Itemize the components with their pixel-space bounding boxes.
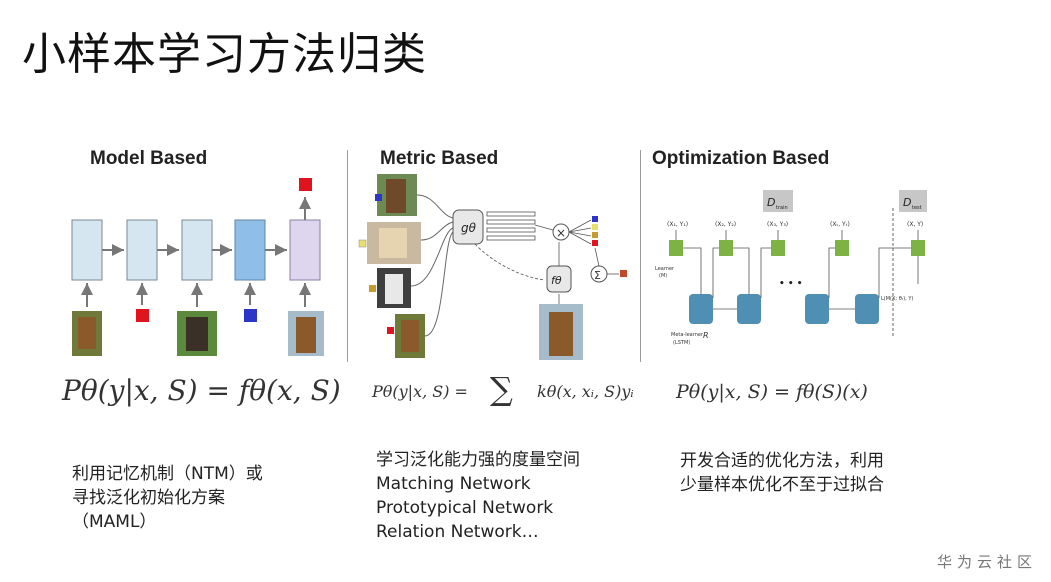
svg-text:train: train — [776, 205, 788, 211]
formula-metric-right: kθ(x, xᵢ, S)yᵢ — [537, 382, 634, 401]
svg-text:D: D — [767, 196, 775, 209]
g-theta-label: gθ — [461, 221, 477, 235]
meta-learner-box-3 — [805, 294, 829, 324]
svg-text:Σ: Σ — [594, 269, 601, 282]
svg-text:test: test — [912, 205, 922, 211]
learner-box-4 — [835, 240, 849, 256]
description-line: 少量样本优化不至于过拟合 — [680, 475, 884, 495]
description-model-based: 利用记忆机制（NTM）或 寻找泛化初始化方案 （MAML） — [72, 462, 263, 534]
description-line: Relation Network… — [376, 522, 539, 542]
svg-text:×: × — [556, 226, 566, 240]
memory-cell-5 — [289, 219, 321, 281]
svg-text:(Xₜ, Yₜ): (Xₜ, Yₜ) — [830, 221, 850, 228]
learner-box-5 — [911, 240, 925, 256]
meta-learner-box-1 — [689, 294, 713, 324]
d-test-box — [899, 190, 927, 212]
svg-text:(LSTM): (LSTM) — [673, 340, 690, 346]
svg-text:(X₃, Y₃): (X₃, Y₃) — [767, 221, 788, 228]
description-line: （MAML） — [72, 512, 157, 532]
d-train-box — [763, 190, 793, 212]
description-line: 利用记忆机制（NTM）或 — [72, 464, 263, 484]
model-based-diagram — [71, 178, 324, 356]
column-divider-2 — [640, 150, 641, 362]
svg-text:R: R — [703, 331, 709, 340]
meta-learner-box-2 — [737, 294, 761, 324]
svg-text:D: D — [903, 196, 911, 209]
learner-box-2 — [719, 240, 733, 256]
meta-learner-box-4 — [855, 294, 879, 324]
svg-text:(X₂, Y₂): (X₂, Y₂) — [715, 221, 736, 228]
heading-model-based: Model Based — [90, 148, 208, 169]
svg-text:Meta-learner: Meta-learner — [671, 332, 704, 338]
formula-optimization-based: Pθ(y|x, S) = fθ(S)(x) — [676, 381, 868, 403]
learner-box-1 — [669, 240, 683, 256]
description-line: 学习泛化能力强的度量空间 — [376, 450, 580, 470]
g-theta-box — [452, 209, 484, 245]
heading-metric-based: Metric Based — [380, 148, 499, 169]
description-line: 开发合适的优化方法，利用 — [680, 451, 884, 471]
label-square-blue — [244, 309, 257, 322]
slide-title: 小样本学习方法归类 — [22, 29, 427, 80]
memory-cell-1 — [71, 219, 103, 281]
watermark: 华为云社区 — [936, 553, 1037, 571]
heading-optimization-based: Optimization Based — [652, 148, 830, 169]
description-line: Prototypical Network — [376, 498, 554, 518]
optimization-based-diagram: D train D test (X₁, Y₁) (X₂, Y₂) (X₃, Y₃… — [655, 190, 927, 346]
svg-text:L(M(X; θₜ), Y): L(M(X; θₜ), Y) — [881, 296, 913, 302]
ellipsis-dots: • • • — [779, 279, 803, 289]
formula-model-based: Pθ(y|x, S) = fθ(x, S) — [62, 374, 341, 407]
metric-based-diagram: gθ × Σ fθ — [358, 174, 627, 360]
column-divider-1 — [347, 150, 348, 362]
description-metric-based: 学习泛化能力强的度量空间 Matching Network Prototypic… — [376, 448, 580, 544]
output-label-square — [299, 178, 312, 191]
f-theta-label: fθ — [551, 274, 562, 287]
description-line: Matching Network — [376, 474, 531, 494]
svg-text:Learner: Learner — [655, 266, 675, 272]
formula-metric-sigma: ∑ — [490, 370, 513, 408]
label-square-red — [136, 309, 149, 322]
description-optimization-based: 开发合适的优化方法，利用 少量样本优化不至于过拟合 — [680, 449, 884, 497]
svg-text:(M): (M) — [659, 273, 667, 279]
svg-text:(X₁, Y₁): (X₁, Y₁) — [667, 221, 688, 228]
memory-cell-2 — [126, 219, 158, 281]
formula-metric-left: Pθ(y|x, S) = — [372, 382, 468, 401]
svg-text:(X, Y): (X, Y) — [907, 221, 923, 228]
learner-box-3 — [771, 240, 785, 256]
description-line: 寻找泛化初始化方案 — [72, 488, 225, 508]
memory-cell-4 — [234, 219, 266, 281]
memory-cell-3 — [181, 219, 213, 281]
